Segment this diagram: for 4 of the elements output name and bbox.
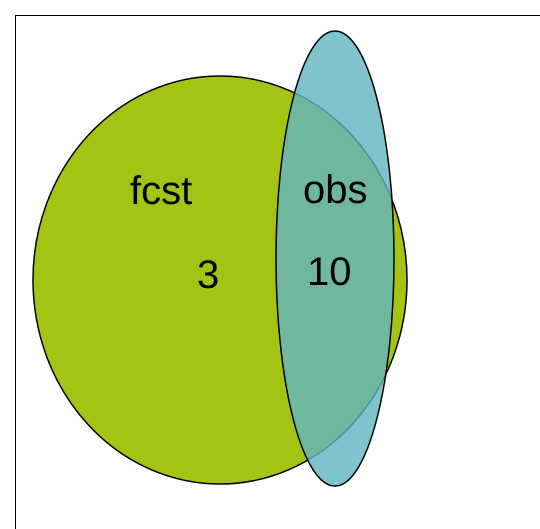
set-label: obs bbox=[303, 170, 368, 210]
set-label: fcst bbox=[130, 171, 192, 211]
count-value: 10 bbox=[307, 252, 352, 292]
count-value: 3 bbox=[197, 255, 220, 295]
